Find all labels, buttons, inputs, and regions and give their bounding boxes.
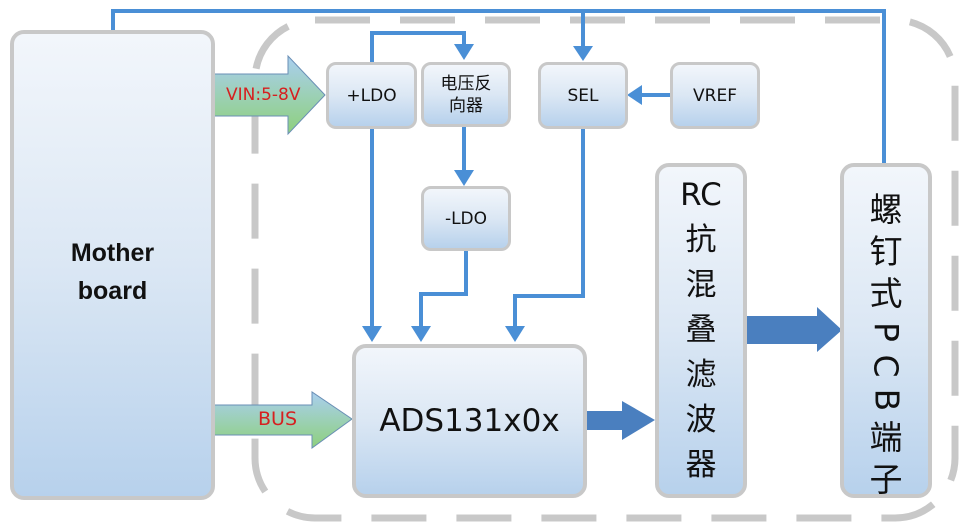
module-boundary: [251, 16, 959, 522]
rc-filter-char: 混: [685, 267, 717, 303]
arrowhead-sel: [573, 46, 593, 61]
arrowhead-adc-3: [505, 326, 525, 342]
rc-filter-char: 器: [685, 447, 717, 483]
arrowhead-adc-2: [411, 326, 431, 342]
vref-label: VREF: [693, 85, 737, 106]
bus-arrow: [211, 391, 353, 449]
terminal-char: 子: [869, 460, 903, 499]
vin-label: VIN:5-8V: [226, 85, 301, 105]
rc-filter-block: RC 抗 混 叠 滤 波 器: [655, 163, 747, 498]
motherboard-label-line1: Mother: [70, 239, 155, 267]
arrowhead-negldo: [454, 170, 474, 186]
terminal-char: 钉: [869, 232, 903, 271]
rc-filter-char: 波: [685, 402, 717, 438]
sel-block: SEL: [538, 62, 628, 129]
arrowhead-adc-1: [362, 326, 382, 342]
vref-block: VREF: [670, 62, 760, 129]
terminal-char: 螺: [869, 190, 903, 229]
voltage-inverter-block: 电压反 向器: [421, 62, 511, 127]
connector-mb-to-terminal: [111, 9, 886, 166]
terminal-char: 式: [869, 274, 903, 313]
terminal-char: C: [866, 354, 906, 378]
bus-label: BUS: [258, 408, 298, 430]
vin-arrow: [213, 54, 326, 136]
motherboard-block: Mother board: [10, 30, 215, 500]
arrowhead-sel-left: [627, 85, 642, 105]
adc-label: ADS131x0x: [379, 403, 560, 439]
adc-block: ADS131x0x: [352, 344, 587, 498]
connector-sel-to-adc: [513, 128, 585, 328]
connector-ldo-to-inverter: [370, 31, 466, 63]
rc-filter-char: RC: [680, 177, 722, 213]
pos-ldo-block: +LDO: [326, 62, 417, 129]
rc-filter-char: 抗: [685, 222, 717, 258]
motherboard-label-line2: board: [77, 277, 148, 305]
terminal-char: 端: [869, 418, 903, 457]
pos-ldo-label: +LDO: [346, 85, 397, 106]
sel-label: SEL: [567, 85, 599, 106]
neg-ldo-label: -LDO: [444, 208, 488, 229]
connector-negldo-to-adc: [419, 250, 468, 328]
rc-filter-char: 滤: [685, 357, 717, 393]
terminal-char: B: [866, 388, 906, 412]
rc-filter-char: 叠: [685, 312, 717, 348]
neg-ldo-block: -LDO: [421, 186, 511, 251]
rc-to-terminal-arrow: [746, 307, 842, 352]
inverter-label-line2: 向器: [449, 95, 483, 116]
screw-terminal-block: 螺 钉 式 P C B 端 子: [840, 163, 932, 499]
adc-to-rc-arrow: [585, 401, 655, 440]
terminal-char: P: [867, 322, 906, 342]
arrowhead-inverter: [454, 44, 474, 60]
inverter-label-line1: 电压反: [440, 73, 492, 94]
